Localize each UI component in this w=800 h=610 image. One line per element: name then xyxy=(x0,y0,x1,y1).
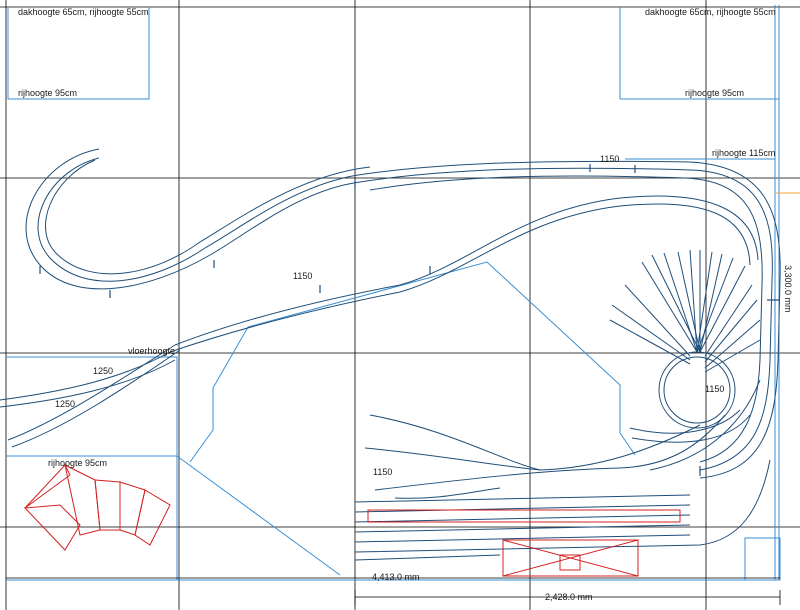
buildings xyxy=(23,464,681,577)
height-1150-top: 1150 xyxy=(600,154,620,164)
left-spurs xyxy=(0,344,181,448)
floor-area xyxy=(189,261,636,463)
roof-zone-left xyxy=(7,7,150,100)
side-room-lower xyxy=(6,455,178,580)
floor-height-label: vloerhoogte xyxy=(128,346,176,356)
dimension-total-width: 4,413.0 mm xyxy=(372,572,420,582)
yard-tracks xyxy=(354,379,771,561)
dimension-right-width: 2,428.0 mm xyxy=(545,592,593,602)
station-platform xyxy=(367,509,681,523)
goods-shed xyxy=(502,539,639,577)
roof-zone-right xyxy=(619,7,779,100)
height-1250-a: 1250 xyxy=(93,366,114,376)
main-line-top xyxy=(359,160,781,479)
height-1150-yard: 1150 xyxy=(373,467,393,477)
helix-left xyxy=(25,148,371,290)
roof-height-label-right: dakhoogte 65cm, rijhoogte 55cm xyxy=(645,7,776,17)
roundhouse-fan xyxy=(609,249,761,373)
height-1150-mid: 1150 xyxy=(293,271,313,281)
ride-height-label-right-top: rijhoogte 95cm xyxy=(685,88,745,98)
tracks xyxy=(0,148,781,561)
dimension-right-height: 3,300.0 mm xyxy=(783,265,793,313)
ride-height-label-left-top: rijhoogte 95cm xyxy=(18,88,78,98)
room-outlines xyxy=(6,5,781,581)
ride-height-label-bottom-left: rijhoogte 95cm xyxy=(48,458,108,468)
ride-height-label-115: rijhoogte 115cm xyxy=(712,148,776,158)
roundhouse-building-left xyxy=(23,464,171,551)
roof-height-label-left: dakhoogte 65cm, rijhoogte 55cm xyxy=(18,7,149,17)
tie-marks xyxy=(39,164,779,476)
height-1250-b: 1250 xyxy=(55,399,76,409)
height-1150-turntable: 1150 xyxy=(705,384,725,394)
main-line-middle xyxy=(169,195,759,353)
